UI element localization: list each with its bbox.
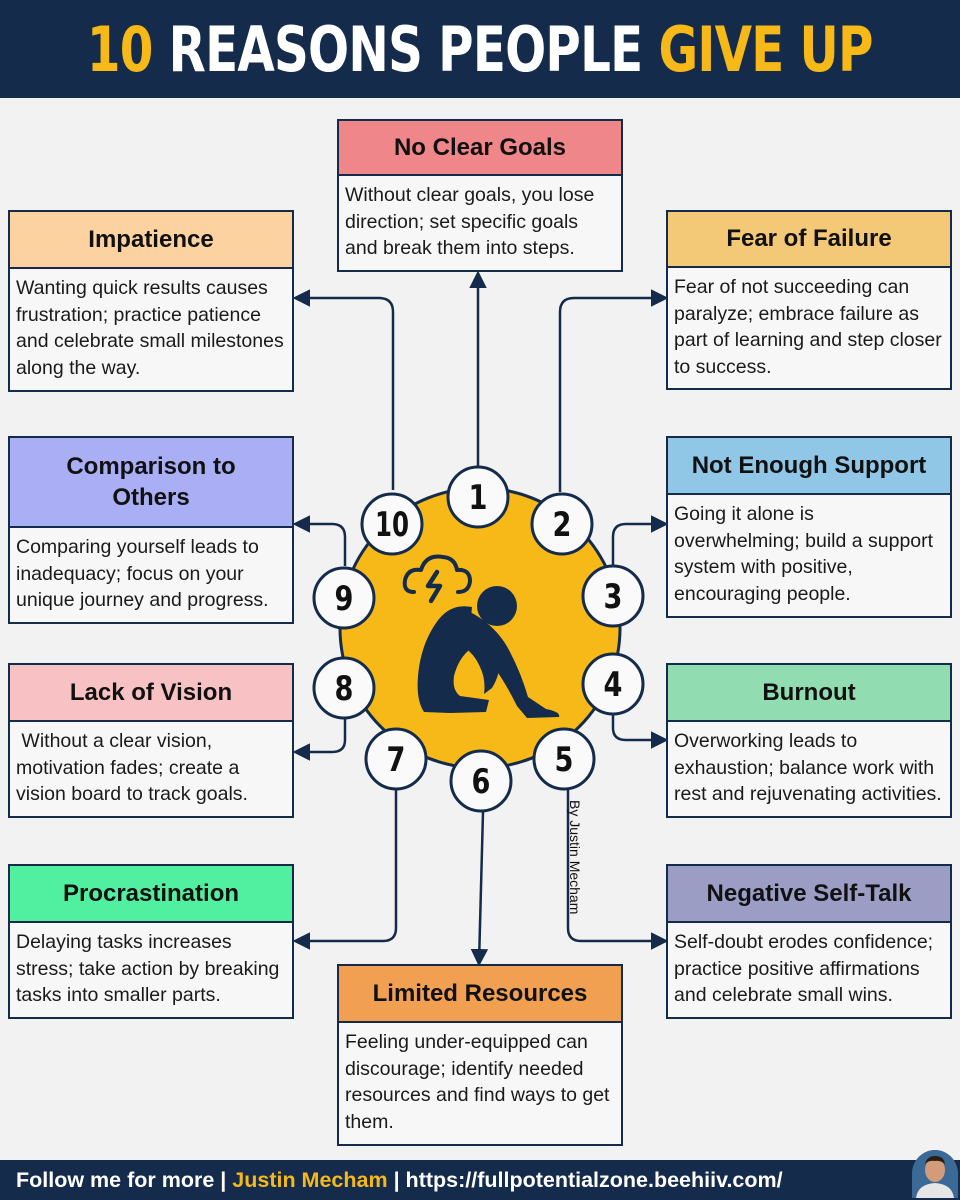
avatar [912, 1150, 958, 1198]
footer-bar: Follow me for more | Justin Mecham | htt… [0, 1160, 960, 1200]
reason-title-5: Negative Self-Talk [668, 866, 950, 923]
connector-5 [566, 790, 669, 950]
reason-card-7: Procrastination Delaying tasks increases… [8, 864, 294, 1019]
reason-title-4: Burnout [668, 665, 950, 722]
reason-text-4: Overworking leads to exhaustion; balance… [674, 730, 942, 805]
badge-number-2: 2 [553, 505, 572, 545]
reason-text-9: Comparing yourself leads to inadequacy; … [16, 536, 269, 611]
reason-card-6: Limited Resources Feeling under-equipped… [337, 964, 623, 1146]
reason-text-3: Going it alone is overwhelming; build a … [674, 503, 934, 605]
sad-person-sitting-icon [417, 586, 560, 718]
badge-2 [530, 492, 594, 556]
badge-number-4: 4 [604, 665, 623, 705]
connector-8 [292, 710, 347, 761]
reason-title-8: Lack of Vision [10, 665, 292, 722]
badge-number-8: 8 [335, 669, 354, 709]
connector-9 [292, 515, 347, 566]
page-title: 10 REASONS PEOPLE GIVE UP [87, 12, 874, 86]
reason-card-2: Fear of Failure Fear of not succeeding c… [666, 210, 952, 390]
badge-9 [312, 566, 376, 630]
badge-7 [364, 727, 428, 791]
reason-card-1: No Clear Goals Without clear goals, you … [337, 119, 623, 272]
reason-card-5: Negative Self-Talk Self-doubt erodes con… [666, 864, 952, 1019]
reason-title-2: Fear of Failure [668, 212, 950, 268]
badge-numbers: 1 2 3 4 5 6 7 8 9 10 [335, 478, 623, 802]
reason-card-3: Not Enough Support Going it alone is ove… [666, 436, 952, 618]
badge-8 [312, 656, 376, 720]
reason-text-1: Without clear goals, you lose direction;… [345, 184, 595, 259]
badge-number-9: 9 [335, 579, 354, 619]
badge-number-1: 1 [469, 478, 488, 518]
badge-number-10: 10 [375, 505, 409, 544]
connector-7 [292, 788, 398, 950]
header: 10 REASONS PEOPLE GIVE UP [0, 0, 960, 98]
reason-card-4: Burnout Overworking leads to exhaustion;… [666, 663, 952, 818]
reason-title-1: No Clear Goals [339, 121, 621, 176]
badge-10 [360, 492, 424, 556]
title-number: 10 [87, 12, 154, 86]
number-badges [312, 465, 645, 813]
connector-lines [292, 270, 669, 967]
reason-text-8: Without a clear vision, motivation fades… [16, 730, 248, 805]
reason-title-9: Comparison to Others [10, 438, 292, 528]
title-middle: REASONS PEOPLE [168, 12, 644, 86]
title-highlight: GIVE UP [658, 12, 874, 86]
author-credit: By Justin Mecham [567, 800, 583, 915]
badge-number-6: 6 [472, 762, 491, 802]
reason-text-2: Fear of not succeeding can paralyze; emb… [674, 276, 942, 378]
reason-title-6: Limited Resources [339, 966, 621, 1023]
reason-card-9: Comparison to Others Comparing yourself … [8, 436, 294, 624]
connector-2 [558, 289, 669, 492]
reason-text-5: Self-doubt erodes confidence; practice p… [674, 931, 934, 1006]
badge-4 [581, 652, 645, 716]
cloud-lightning-icon [402, 554, 472, 604]
reason-card-10: Impatience Wanting quick results causes … [8, 210, 294, 392]
badge-number-5: 5 [555, 740, 574, 780]
footer-author-name[interactable]: Justin Mecham [232, 1167, 388, 1192]
reason-text-7: Delaying tasks increases stress; take ac… [16, 931, 280, 1006]
reason-text-10: Wanting quick results causes frustration… [16, 277, 284, 379]
reason-text-6: Feeling under-equipped can discourage; i… [345, 1031, 610, 1133]
reason-title-10: Impatience [10, 212, 292, 269]
reason-title-7: Procrastination [10, 866, 292, 923]
connector-6 [470, 811, 489, 967]
badge-6 [449, 749, 513, 813]
badge-number-3: 3 [604, 577, 623, 617]
reason-title-3: Not Enough Support [668, 438, 950, 495]
reason-card-8: Lack of Vision Without a clear vision, m… [8, 663, 294, 818]
badge-5 [532, 727, 596, 791]
footer-link[interactable]: | https://fullpotentialzone.beehiiv.com/ [387, 1167, 783, 1192]
connector-3 [611, 515, 669, 566]
badge-number-7: 7 [387, 740, 406, 780]
connector-10 [292, 289, 395, 490]
footer-prefix: Follow me for more | [16, 1167, 233, 1192]
badge-1 [446, 465, 510, 529]
badge-3 [581, 564, 645, 628]
connector-4 [611, 710, 669, 749]
